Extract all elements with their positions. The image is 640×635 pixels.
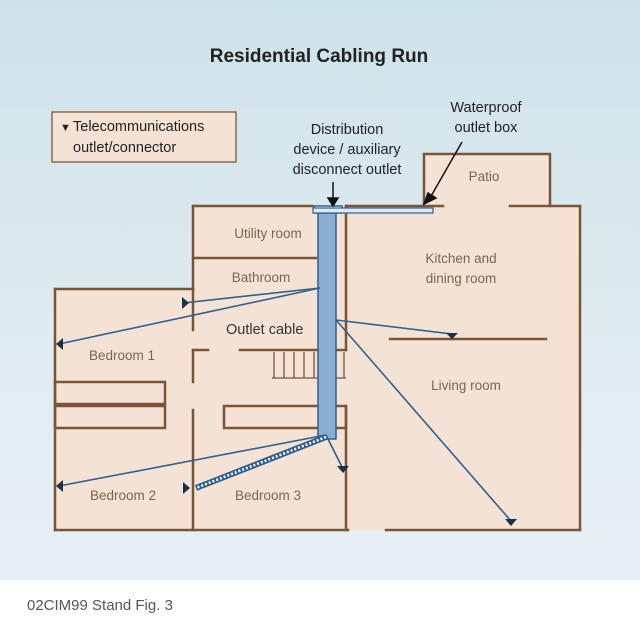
callout-distribution-1: Distribution: [311, 122, 384, 138]
room-label-patio: Patio: [469, 169, 500, 184]
room-label-kitchen-2: dining room: [426, 271, 497, 286]
floor-fills: [55, 154, 580, 530]
outlet-marker-bathroom: [182, 297, 189, 309]
caption-bar: [0, 580, 640, 635]
outlet-marker-living-bottom: [505, 519, 517, 526]
room-label-bedroom1: Bedroom 1: [89, 348, 155, 363]
room-label-kitchen-1: Kitchen and: [425, 251, 496, 266]
outlet-marker-living: [446, 333, 458, 339]
callout-waterproof-2: outlet box: [455, 120, 519, 136]
room-label-bathroom: Bathroom: [232, 270, 291, 285]
room-label-living: Living room: [431, 378, 501, 393]
legend: ▼ Telecommunications outlet/connector: [51, 111, 237, 163]
room-label-bedroom3: Bedroom 3: [235, 488, 301, 503]
distribution-riser: [312, 205, 434, 440]
outlet-marker-bedroom3: [337, 466, 349, 473]
outlet-marker-bedroom2: [56, 480, 63, 492]
outlet-marker-bedroom1: [56, 338, 63, 350]
diagram-title: Residential Cabling Run: [210, 46, 429, 67]
bedroom3-cable: [194, 434, 328, 491]
figure-caption: 02CIM99 Stand Fig. 3: [27, 597, 173, 614]
callout-waterproof-1: Waterproof: [450, 100, 522, 116]
callout-outlet-cable: Outlet cable: [226, 322, 303, 338]
room-label-utility: Utility room: [234, 226, 302, 241]
legend-line-2: outlet/connector: [73, 140, 176, 156]
callout-leaders: [326, 141, 463, 208]
legend-line-1: Telecommunications: [73, 119, 204, 135]
floor-plan: Residential Cabling Run ▼ Telecommunicat…: [51, 46, 582, 532]
callout-distribution-3: disconnect outlet: [293, 162, 402, 178]
outlet-markers: [56, 297, 517, 526]
legend-symbol: ▼: [60, 122, 71, 134]
callout-distribution-2: device / auxiliary: [293, 142, 401, 158]
outlet-marker-bedroom2-right: [183, 482, 190, 494]
room-label-bedroom2: Bedroom 2: [90, 488, 156, 503]
cable-runs: [58, 287, 512, 522]
